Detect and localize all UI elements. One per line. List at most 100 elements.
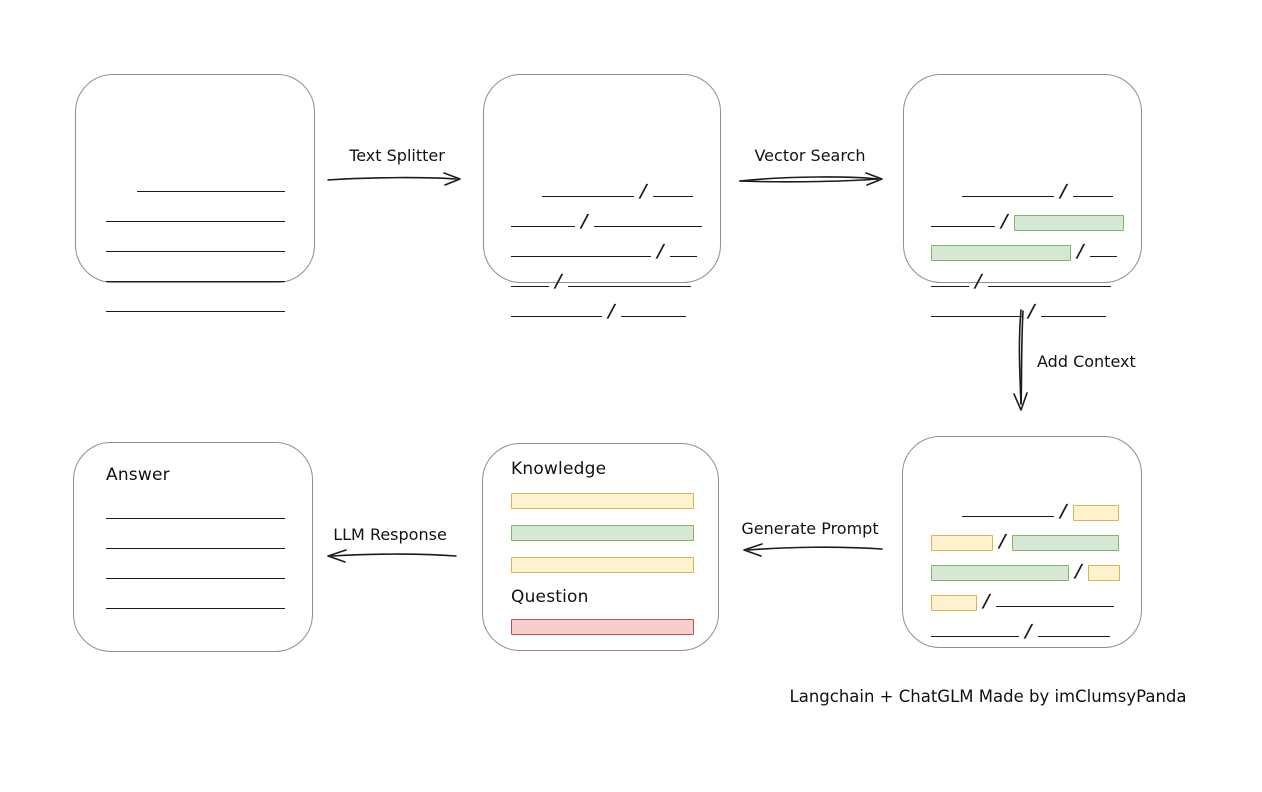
context-lines: ///// [931,492,1120,642]
yellow-highlight [931,535,993,551]
text-line [106,549,285,579]
text-line [987,286,1111,287]
text-line [106,251,285,252]
knowledge-label: Knowledge [511,459,607,479]
text-row: / [511,232,702,262]
text-row: / [931,232,1124,262]
text-row: / [931,552,1120,582]
text-line [511,226,575,227]
prompt-box: Knowledge Question [482,443,719,651]
green-bar [511,525,694,541]
text-row: / [931,522,1120,552]
text-line [106,519,285,549]
slash-separator: / [637,181,649,202]
text-splitter-arrow-icon [327,172,461,186]
text-line [1089,256,1117,257]
vector-result-lines: ///// [931,172,1124,322]
slash-separator: / [552,271,564,292]
text-row: / [511,172,702,202]
generate-prompt-arrow-icon [743,543,883,557]
llm-response-label: LLM Response [333,525,447,544]
text-line [931,286,969,287]
text-line [137,191,285,192]
context-box: ///// [902,436,1142,648]
green-highlight [1013,215,1124,231]
slash-separator: / [972,271,984,292]
document-lines [106,167,285,317]
text-line [995,606,1114,607]
text-row: / [931,262,1124,292]
add-context-label: Add Context [1037,352,1136,371]
text-line [511,256,651,257]
slash-separator: / [998,211,1010,232]
text-line [931,316,1022,317]
text-line [106,489,285,519]
slash-separator: / [980,591,992,612]
slash-separator: / [578,211,590,232]
text-line [931,226,995,227]
yellow-highlight [931,595,977,611]
text-row: / [511,292,702,322]
text-row: / [931,172,1124,202]
slash-separator: / [654,241,666,262]
text-line [931,636,1019,637]
answer-box: Answer [73,442,313,652]
text-row: / [511,262,702,292]
text-row [106,197,285,227]
text-line [542,196,634,197]
text-row: / [931,582,1120,612]
llm-response-arrow-icon [327,549,457,563]
diagram-caption: Langchain + ChatGLM Made by imClumsyPand… [789,687,1187,706]
text-row [106,257,285,287]
text-row [106,167,285,197]
knowledge-bars [511,493,694,573]
slash-separator: / [1057,181,1069,202]
text-line [652,196,693,197]
yellow-bar [511,493,694,509]
text-row: / [931,202,1124,232]
yellow-highlight [1087,565,1120,581]
text-line [620,316,686,317]
text-splitter-label: Text Splitter [349,146,445,165]
text-line [567,286,691,287]
text-line [1040,316,1106,317]
slash-separator: / [1057,501,1069,522]
text-line [106,281,285,282]
text-line [593,226,702,227]
text-line [511,286,549,287]
answer-lines [106,489,285,609]
vector-search-arrow-icon [739,172,883,186]
slash-separator: / [605,301,617,322]
green-highlight [1011,535,1119,551]
text-line [669,256,697,257]
question-bars [511,619,694,635]
vector-search-label: Vector Search [754,146,866,165]
green-highlight [931,565,1069,581]
text-line [1037,636,1110,637]
text-line [106,221,285,222]
text-row: / [511,202,702,232]
text-row: / [931,492,1120,522]
text-row [106,287,285,317]
yellow-bar [511,557,694,573]
text-line [106,579,285,609]
slash-separator: / [1072,561,1084,582]
text-line [1072,196,1113,197]
slash-separator: / [1074,241,1086,262]
yellow-highlight [1072,505,1119,521]
text-line [106,311,285,312]
generate-prompt-label: Generate Prompt [741,519,879,538]
text-row [106,227,285,257]
green-highlight [931,245,1071,261]
add-context-arrow-icon [1013,309,1028,411]
text-line [962,196,1054,197]
slash-separator: / [1022,621,1034,642]
source-document-box [75,74,315,312]
text-line [511,316,602,317]
answer-label: Answer [106,465,170,485]
text-row: / [931,612,1120,642]
text-line [962,516,1054,517]
text-row: / [931,292,1124,322]
chunk-lines: / / / / / [511,172,702,322]
